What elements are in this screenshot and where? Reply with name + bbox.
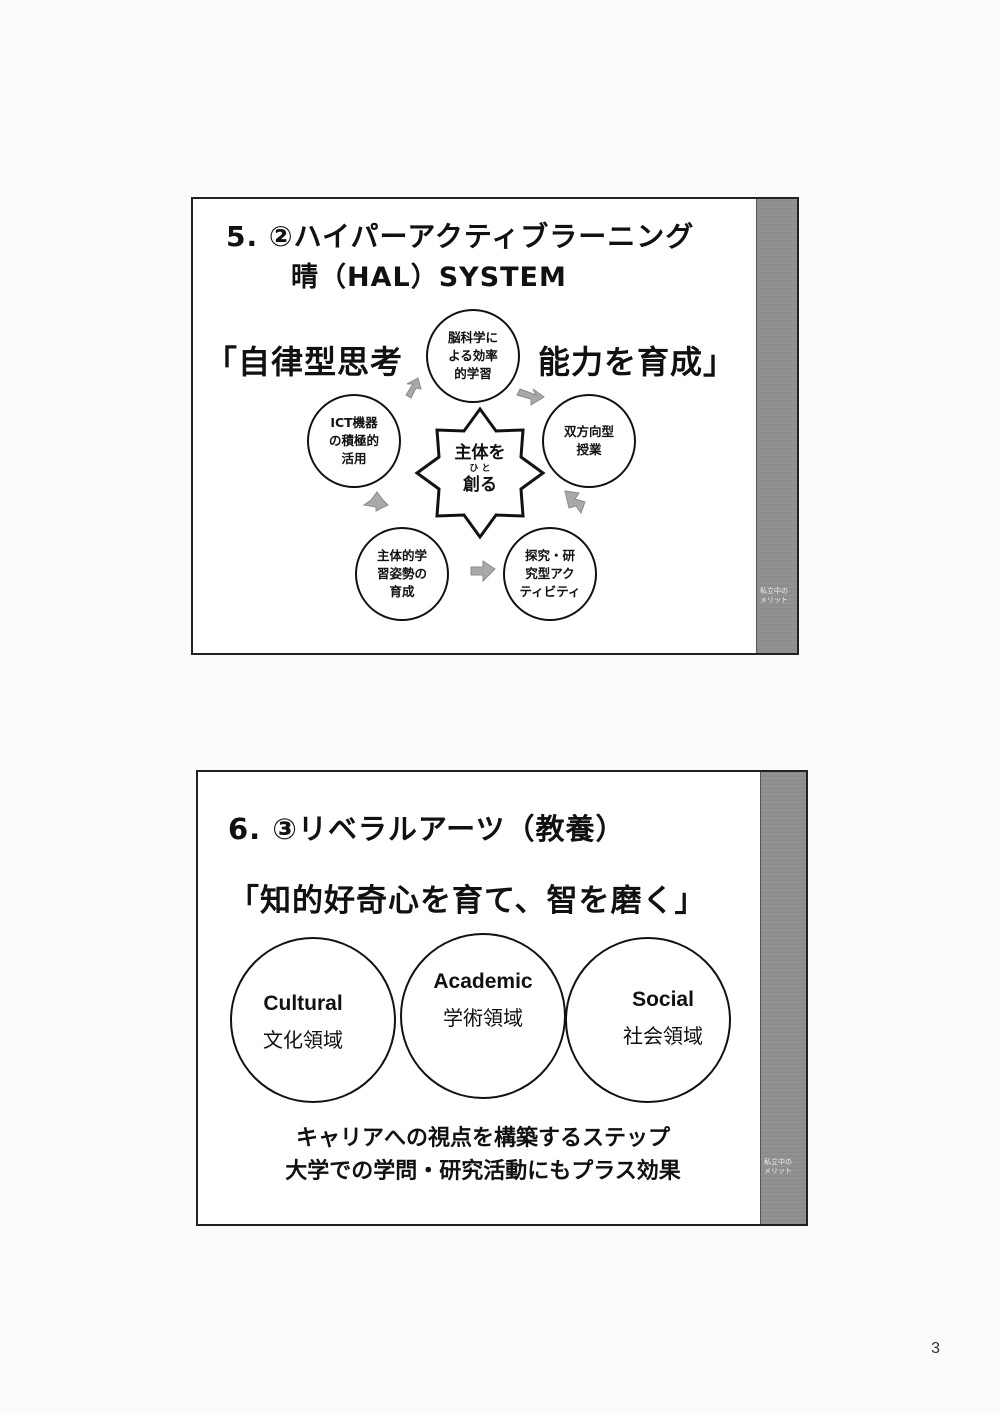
slide1-title-line1: 5. ②ハイパーアクティブラーニング: [226, 220, 695, 253]
node-interactive-class: 双方向型授業: [542, 394, 636, 488]
domain-jp-cultural: 文化領域: [263, 1028, 343, 1052]
venn-circle-cultural: [230, 937, 396, 1103]
slide1-slogan-right: 能力を育成」: [538, 343, 737, 381]
slide1-slogan-left: 「自律型思考: [205, 343, 404, 381]
node-inquiry-research: 探究・研究型アクティビティ: [503, 527, 597, 621]
page-number: 3: [931, 1340, 940, 1357]
slide-hal-system: 5. ②ハイパーアクティブラーニング 晴（HAL）SYSTEM 「自律型思考 能…: [191, 197, 799, 655]
venn-label-social: Social 社会領域: [598, 988, 728, 1049]
slide1-sidebar: 私立中の メリット: [756, 199, 797, 653]
slide1-title-line2: 晴（HAL）SYSTEM: [291, 262, 567, 293]
node-ict-use: ICT機器の積極的活用: [307, 394, 401, 488]
arrow-top-left: [405, 377, 422, 399]
slide2-title: 6. ③リベラルアーツ（教養）: [228, 812, 626, 846]
center-line1: 主体を: [454, 443, 506, 463]
footer-line2: 大学での学問・研究活動にもプラス効果: [285, 1159, 681, 1184]
arrow-left-up: [362, 491, 389, 512]
venn-circle-academic: [400, 933, 566, 1099]
venn-label-cultural: Cultural 文化領域: [238, 992, 368, 1053]
slide2-footer: キャリアへの視点を構築するステップ 大学での学問・研究活動にもプラス効果: [198, 1122, 768, 1188]
domain-jp-academic: 学術領域: [443, 1006, 523, 1030]
slide2-sidebar: 私立中の メリット: [760, 772, 806, 1224]
cycle-diagram: [362, 377, 586, 583]
domain-en-social: Social: [632, 988, 694, 1011]
center-star-shape: [414, 406, 546, 540]
domain-en-cultural: Cultural: [263, 992, 343, 1015]
center-star-label: 主体を ひ と 創る: [440, 443, 520, 495]
slide1-side-tag: 私立中の メリット: [760, 587, 788, 604]
footer-line1: キャリアへの視点を構築するステップ: [295, 1126, 670, 1151]
arrow-right-down: [564, 490, 586, 515]
slide-liberal-arts: 6. ③リベラルアーツ（教養） 「知的好奇心を育て、智を磨く」 Cultural…: [196, 770, 808, 1226]
node-brain-science: 脳科学による効率的学習: [426, 309, 520, 403]
center-ruby: ひ と: [469, 464, 491, 474]
venn-label-academic: Academic 学術領域: [408, 970, 558, 1031]
slide2-side-tag: 私立中の メリット: [764, 1158, 792, 1175]
domain-jp-social: 社会領域: [623, 1024, 703, 1048]
slide2-slogan: 「知的好奇心を育て、智を磨く」: [228, 883, 707, 919]
center-line2: 創る: [463, 475, 497, 495]
arrow-bottom-left: [470, 560, 496, 583]
node-independent-learning: 主体的学習姿勢の育成: [355, 527, 449, 621]
venn-circle-social: [565, 937, 731, 1103]
domain-en-academic: Academic: [433, 970, 533, 993]
arrow-top-right: [516, 388, 545, 406]
venn-diagram: [230, 933, 731, 1103]
